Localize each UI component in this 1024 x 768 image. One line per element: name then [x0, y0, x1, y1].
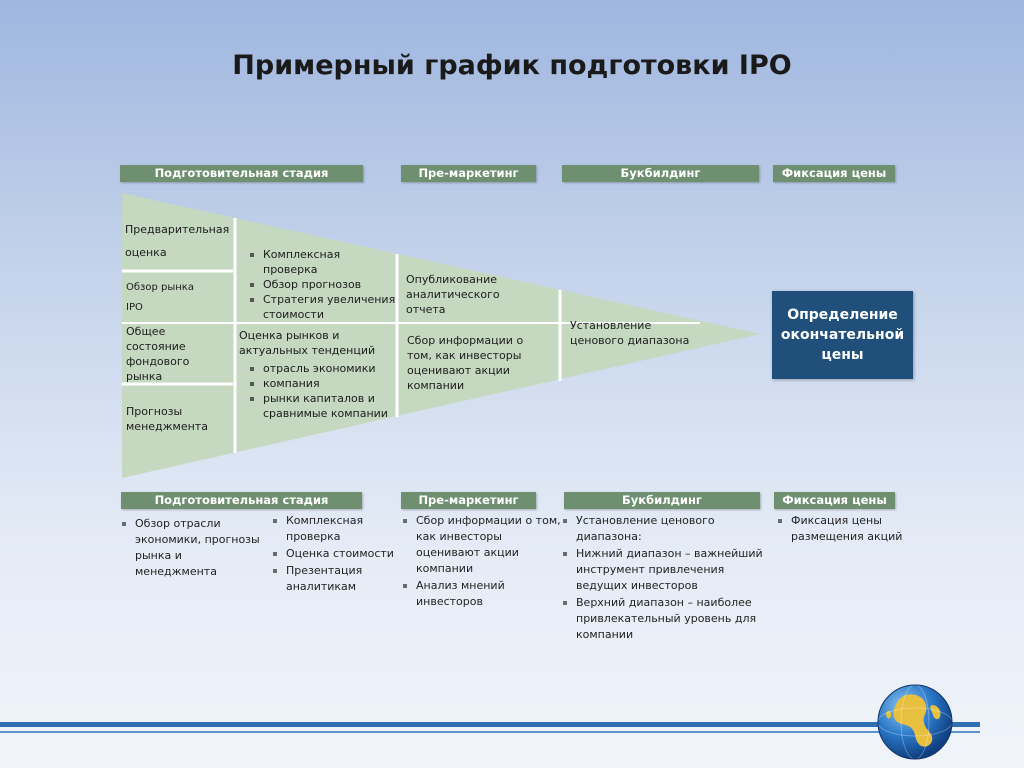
funnel-shape — [122, 193, 760, 478]
phase-header-pricing-bottom: Фиксация цены — [774, 492, 895, 509]
funnel-col1-item3: Общее состояние фондового рынка — [126, 325, 190, 383]
funnel-col1-item1: Предварительная — [125, 223, 230, 236]
list-item: Нижний диапазон – важнейший инструмент п… — [561, 546, 771, 594]
list-item: Комплексная проверка — [271, 513, 396, 545]
list-item: Презентация аналитикам — [271, 563, 396, 595]
final-price-box: Определение окончательной цены — [772, 291, 913, 379]
details-prep-a-list: Обзор отрасли экономики, прогнозы рынка … — [120, 516, 265, 581]
final-price-label: Определение окончательной цены — [780, 307, 905, 363]
funnel-col2-top-list: Комплексная проверка Обзор прогнозов Стр… — [248, 247, 396, 322]
list-item: Установление ценового диапазона: — [561, 513, 771, 545]
funnel-col1-item2b: IPO — [126, 302, 143, 313]
funnel-col2-bottom-list: отрасль экономики компания рынки капитал… — [248, 361, 396, 421]
footer-stripe-thick — [0, 722, 980, 727]
list-item: Обзор прогнозов — [248, 277, 396, 292]
details-prep-b-list: Комплексная проверка Оценка стоимости Пр… — [271, 513, 396, 596]
list-item: Оценка стоимости — [271, 546, 396, 562]
globe-icon — [877, 684, 953, 760]
details-bookbuilding-list: Установление ценового диапазона: Нижний … — [561, 513, 771, 644]
funnel-col2-mid-title: Оценка рынков и актуальных тенденций — [239, 329, 376, 357]
list-item: Верхний диапазон – наиболее привлекатель… — [561, 595, 771, 643]
page-title: Примерный график подготовки IPO — [232, 50, 792, 81]
list-item: компания — [248, 376, 396, 391]
details-pricing-list: Фиксация цены размещения акций — [776, 513, 906, 546]
list-item: Анализ мнений инвесторов — [401, 578, 561, 610]
phase-header-prep-bottom: Подготовительная стадия — [121, 492, 362, 509]
list-item: отрасль экономики — [248, 361, 396, 376]
funnel-col1-item2: Обзор рынка — [126, 282, 194, 293]
phase-header-prep: Подготовительная стадия — [120, 165, 363, 182]
details-premarketing-list: Сбор информации о том, как инвесторы оце… — [401, 513, 561, 611]
footer-stripe-thin — [0, 731, 980, 733]
phase-header-bookbuilding: Букбилдинг — [562, 165, 759, 182]
list-item: Стратегия увеличения стоимости — [248, 292, 396, 322]
list-item: Обзор отрасли экономики, прогнозы рынка … — [120, 516, 265, 580]
list-item: Комплексная проверка — [248, 247, 396, 277]
list-item: Фиксация цены размещения акций — [776, 513, 906, 545]
funnel-col3-bottom: Сбор информации о том, как инвесторы оце… — [407, 334, 524, 392]
phase-header-premarketing: Пре-маркетинг — [401, 165, 536, 182]
phase-header-premarketing-bottom: Пре-маркетинг — [401, 492, 536, 509]
funnel-col3-top: Опубликование аналитического отчета — [406, 273, 500, 316]
funnel-col1-item1b: оценка — [125, 246, 167, 259]
list-item: Сбор информации о том, как инвесторы оце… — [401, 513, 561, 577]
funnel-col4-text: Установление ценового диапазона — [570, 319, 690, 347]
phase-header-pricing: Фиксация цены — [773, 165, 895, 182]
funnel-col1-item4: Прогнозы менеджмента — [126, 405, 208, 433]
phase-header-bookbuilding-bottom: Букбилдинг — [564, 492, 760, 509]
list-item: рынки капиталов и сравнимые компании — [248, 391, 396, 421]
